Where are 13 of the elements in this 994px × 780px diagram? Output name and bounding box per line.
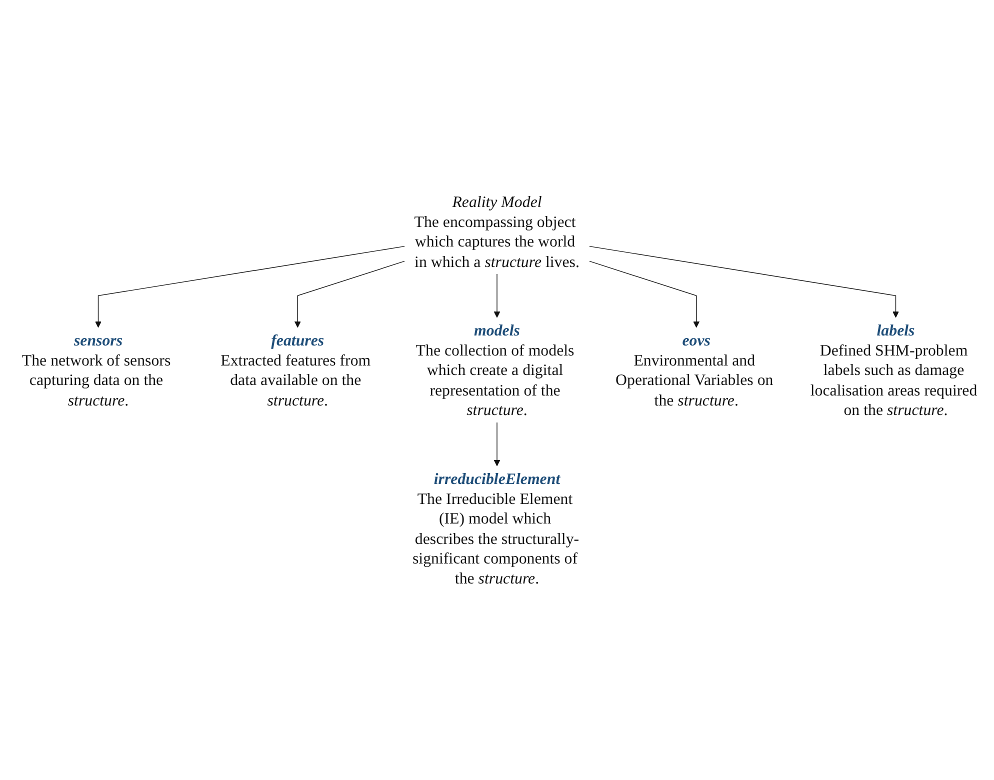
node-text: features Extracted features from data available on the structure. — [220, 331, 371, 409]
arrow — [294, 261, 405, 328]
node-text: labels Defined SHM-problem labels such as damage localisation areas required on the structure. — [810, 321, 978, 419]
node-text: models The collection of models which create a digital representation of the structure. — [416, 321, 574, 419]
arrow — [494, 274, 500, 318]
node-text: irreducibleElement The Irreducible Element (IE) model which describes the structurally-significant components of the structure. — [412, 470, 580, 588]
arrow — [494, 422, 500, 466]
node-text: eovs Environmental and Operational Variables on the structure. — [616, 331, 774, 409]
node-text: sensors The network of sensors capturing data on the structure. — [22, 331, 171, 409]
arrow — [95, 246, 405, 328]
node-text: Reality Model The encompassing object which captures the world in which a structure lives. — [414, 192, 580, 270]
arrow — [589, 261, 700, 328]
arrow — [589, 246, 899, 318]
